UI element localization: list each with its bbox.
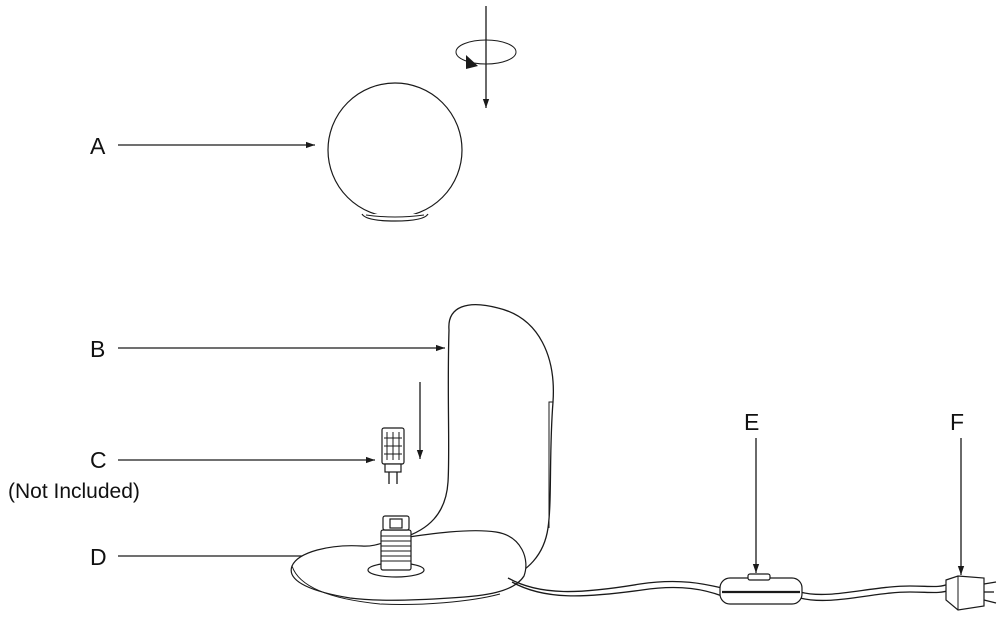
power-cord (507, 577, 951, 602)
inline-switch (719, 573, 803, 605)
label-a: A (90, 133, 106, 159)
lamp-socket (367, 515, 425, 578)
label-f: F (950, 409, 964, 435)
rotate-insert-icon (455, 6, 517, 108)
label-c: C (90, 447, 107, 473)
label-c-note: (Not Included) (8, 480, 140, 503)
g9-bulb (381, 427, 405, 484)
label-e: E (744, 409, 759, 435)
label-b: B (90, 336, 105, 362)
mains-plug (945, 575, 997, 611)
globe-shade (327, 82, 463, 222)
lamp-stand-arm (401, 304, 554, 579)
label-d: D (90, 544, 107, 570)
